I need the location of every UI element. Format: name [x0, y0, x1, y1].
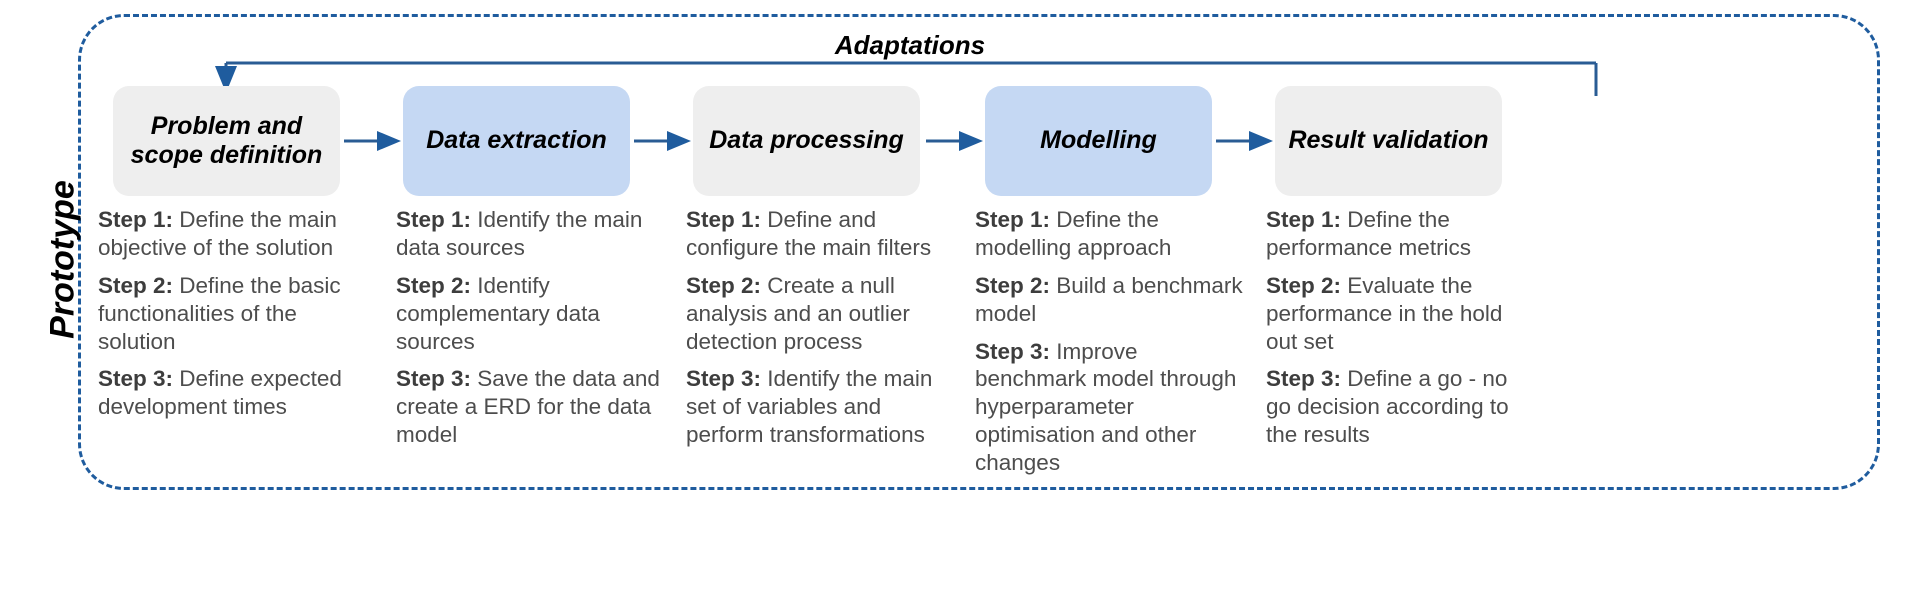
stage-box-problem-and-scope-definition[interactable]: Problem and scope definition [113, 86, 340, 196]
step-item: Step 3: Identify the main set of variabl… [686, 365, 958, 449]
stage-title-line-1: Result validation [1288, 126, 1489, 155]
step-key: Step 2: [1266, 272, 1342, 298]
step-text: Define the basic functionalities of the … [98, 272, 341, 354]
step-item: Step 1: Define the main objective of the… [98, 206, 370, 262]
stage-title-line-2: scope definition [130, 141, 323, 169]
step-text: Identify complementary data sources [396, 272, 600, 354]
steps-column-data-extraction: Step 1: Identify the main data sources S… [396, 206, 668, 459]
step-text: Create a null analysis and an outlier de… [686, 272, 910, 354]
stage-steps-row: Step 1: Define the main objective of the… [98, 206, 1803, 487]
step-key: Step 2: [975, 272, 1051, 298]
step-text: Improve benchmark model through hyperpar… [975, 338, 1237, 476]
step-key: Step 1: [1266, 207, 1342, 232]
step-text: Define and configure the main filters [686, 207, 932, 260]
step-key: Step 1: [686, 207, 762, 232]
step-key: Step 1: [98, 207, 174, 232]
prototype-frame [78, 14, 1880, 490]
stage-title-line-1: Problem and [150, 111, 303, 140]
step-key: Step 2: [396, 272, 472, 298]
adaptations-label: Adaptations [834, 30, 986, 60]
step-item: Step 2: Define the basic functionalities… [98, 272, 370, 356]
step-text: Define expected development times [98, 366, 342, 420]
step-item: Step 3: Define a go - no go decision acc… [1266, 365, 1538, 449]
stage-title-line-1: Modelling [1040, 126, 1157, 155]
step-item: Step 1: Define and configure the main fi… [686, 206, 958, 262]
steps-column-data-processing: Step 1: Define and configure the main fi… [686, 206, 958, 459]
process-stage-row: Problem and scope definition Data extrac… [113, 86, 1508, 196]
step-item: Step 1: Define the performance metrics [1266, 206, 1538, 262]
steps-column-modelling: Step 1: Define the modelling approach St… [975, 206, 1247, 487]
step-text: Define the performance metrics [1266, 207, 1472, 260]
step-text: Save the data and create a ERD for the d… [396, 366, 660, 448]
step-key: Step 3: [1266, 366, 1342, 392]
steps-column-problem-and-scope-definition: Step 1: Define the main objective of the… [98, 206, 370, 431]
step-item: Step 3: Define expected development time… [98, 365, 370, 421]
stage-box-data-extraction[interactable]: Data extraction [403, 86, 630, 196]
step-key: Step 3: [98, 366, 174, 392]
step-text: Evaluate the performance in the hold out… [1266, 272, 1503, 354]
step-item: Step 2: Evaluate the performance in the … [1266, 272, 1538, 356]
step-item: Step 1: Identify the main data sources [396, 206, 668, 262]
step-item: Step 2: Build a benchmark model [975, 272, 1247, 328]
step-item: Step 1: Define the modelling approach [975, 206, 1247, 262]
step-key: Step 3: [686, 366, 762, 392]
step-key: Step 1: [396, 207, 472, 232]
step-item: Step 2: Identify complementary data sour… [396, 272, 668, 356]
stage-title-line-1: Data extraction [426, 126, 607, 155]
stage-box-data-processing[interactable]: Data processing [693, 86, 920, 196]
step-text: Define the modelling approach [975, 207, 1172, 260]
stage-box-modelling[interactable]: Modelling [985, 86, 1212, 196]
step-item: Step 2: Create a null analysis and an ou… [686, 272, 958, 356]
step-key: Step 1: [975, 207, 1051, 232]
step-text: Identify the main data sources [396, 207, 643, 260]
prototype-side-label: Prototype [43, 180, 82, 339]
stage-title-line-1: Data processing [709, 126, 904, 155]
step-item: Step 3: Save the data and create a ERD f… [396, 365, 668, 449]
step-text: Identify the main set of variables and p… [686, 366, 933, 448]
stage-box-result-validation[interactable]: Result validation [1275, 86, 1502, 196]
step-key: Step 3: [396, 366, 472, 392]
steps-column-result-validation: Step 1: Define the performance metrics S… [1266, 206, 1538, 459]
step-key: Step 2: [686, 272, 762, 298]
step-item: Step 3: Improve benchmark model through … [975, 338, 1247, 477]
step-text: Build a benchmark model [975, 272, 1243, 326]
step-text: Define a go - no go decision according t… [1266, 366, 1509, 448]
step-key: Step 2: [98, 272, 174, 298]
step-text: Define the main objective of the solutio… [98, 207, 337, 260]
step-key: Step 3: [975, 338, 1051, 364]
